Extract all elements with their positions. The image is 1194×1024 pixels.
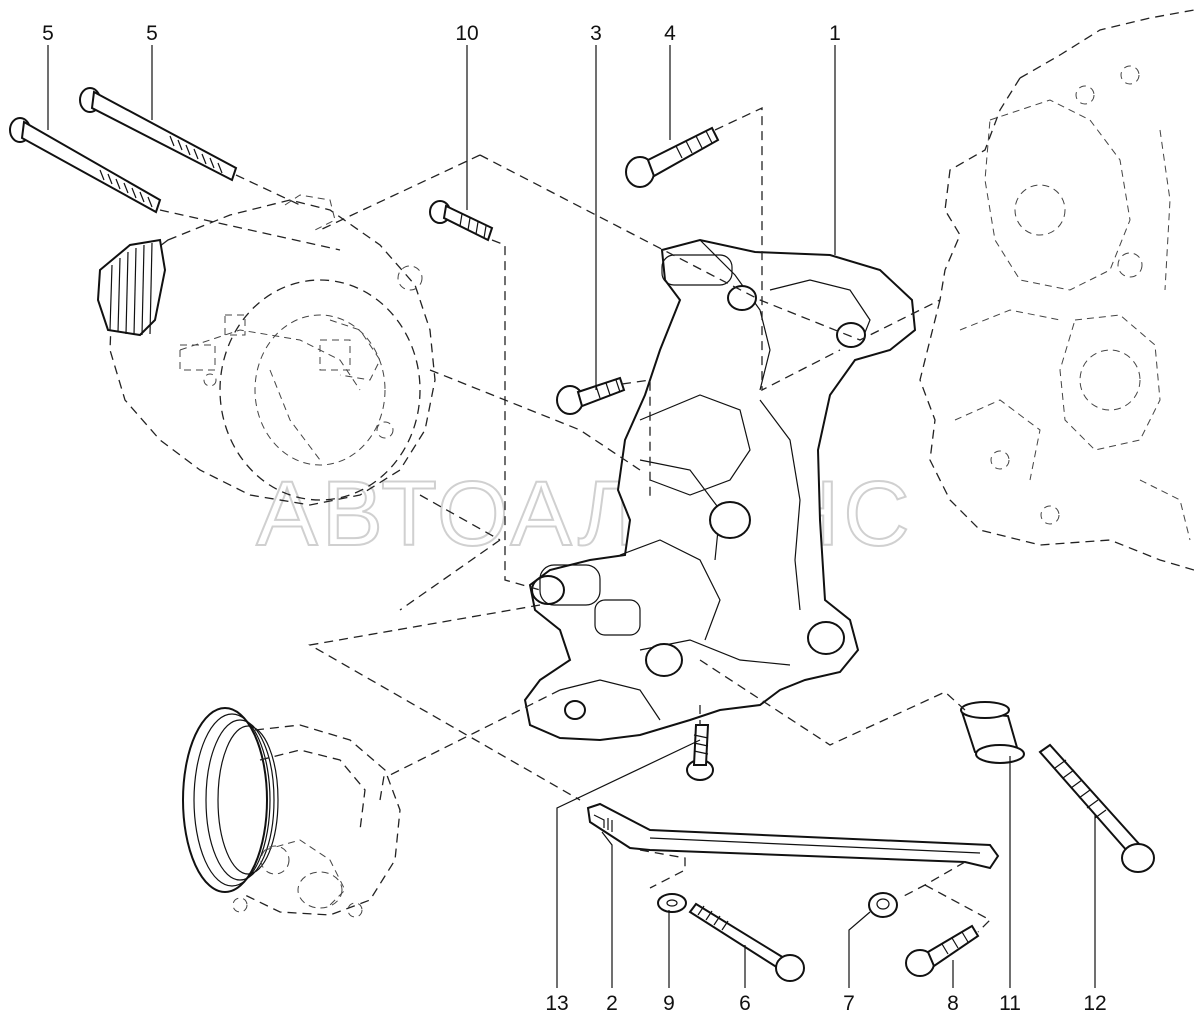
callout-13: 13: [545, 992, 568, 1015]
callout-10: 10: [455, 22, 478, 45]
callout-4: 4: [664, 22, 676, 45]
alternator-bolt-long-a: [9, 117, 162, 214]
bolt-8: [905, 924, 980, 977]
washer-9: [657, 893, 687, 913]
callout-1: 1: [829, 22, 841, 45]
callout-11: 11: [999, 992, 1021, 1015]
nut-7: [868, 892, 898, 918]
bracket-assembly: [523, 238, 917, 742]
callout-7: 7: [843, 992, 855, 1015]
callout-3: 3: [590, 22, 602, 45]
callout-12: 12: [1083, 992, 1106, 1015]
spacer-sleeve-11: [960, 701, 1025, 764]
callout-5-left: 5: [42, 22, 54, 45]
bolt-13: [686, 724, 714, 781]
bolt-4: [625, 126, 720, 188]
callout-8: 8: [947, 992, 959, 1015]
bolt-12: [1038, 743, 1155, 873]
bolt-10: [429, 200, 494, 242]
callout-2: 2: [606, 992, 618, 1015]
callout-6: 6: [739, 992, 751, 1015]
alternator-bolt-long-b: [79, 87, 238, 182]
callout-5-right: 5: [146, 22, 158, 45]
bolt-3: [556, 376, 626, 415]
callout-9: 9: [663, 992, 675, 1015]
alternator: [96, 194, 436, 506]
engine-block: [919, 9, 1194, 571]
assembly-lines: [159, 106, 992, 933]
bolt-6: [688, 902, 805, 982]
strut-bar-2: [586, 802, 1000, 870]
callout-leaders: [47, 45, 1096, 988]
power-steering-pump: [182, 707, 401, 918]
